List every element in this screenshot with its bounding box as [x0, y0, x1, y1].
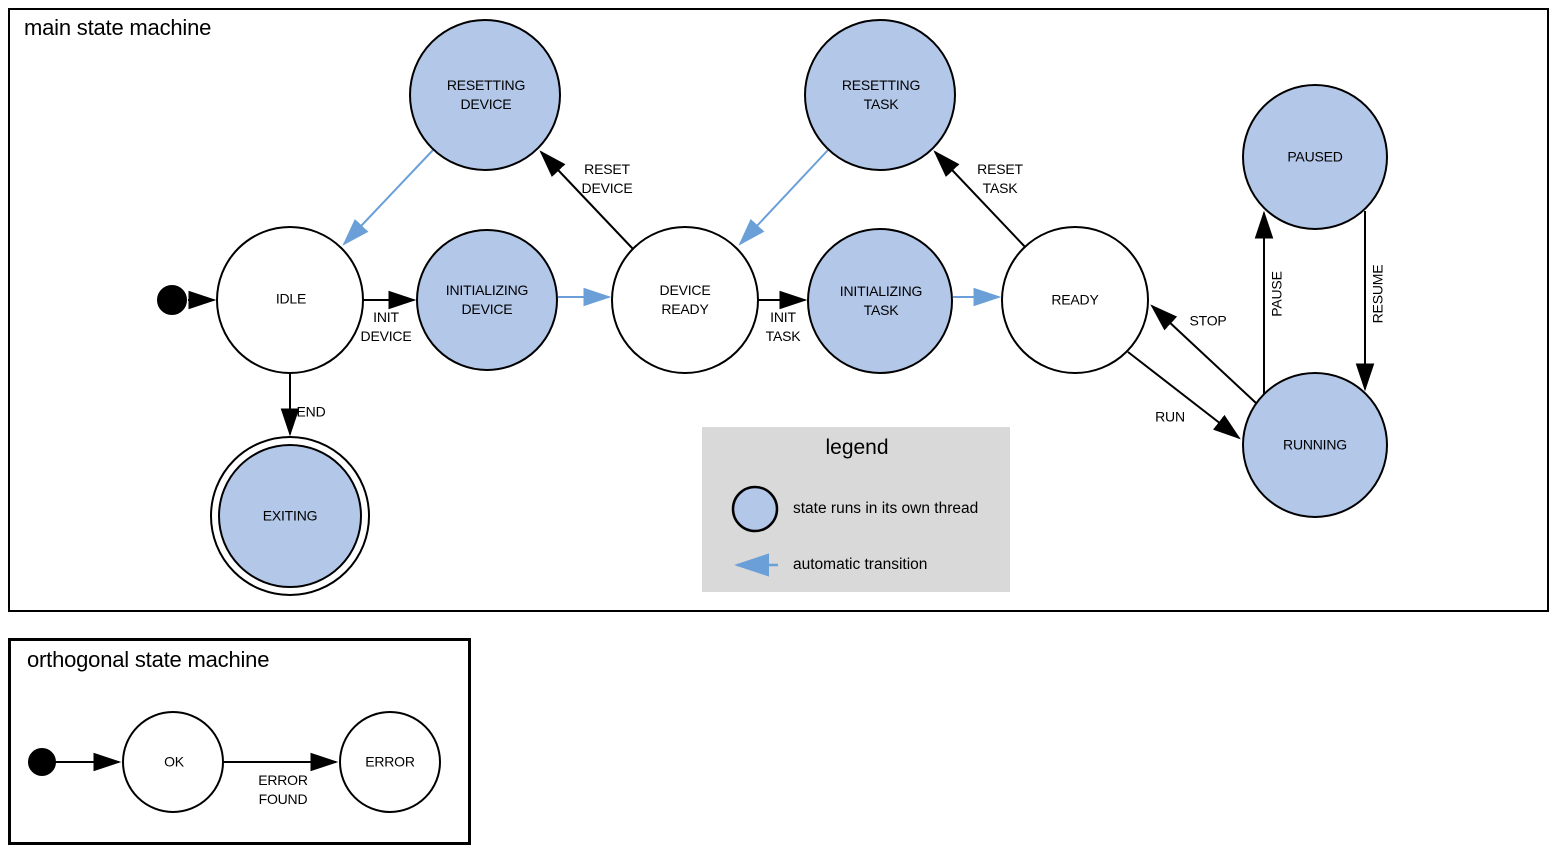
edge-resetting-device-to-idle — [342, 149, 434, 246]
edge-ready-to-running — [1127, 351, 1241, 440]
transition-label-resume: RESUME — [1369, 264, 1386, 324]
state-circle-ready — [1001, 226, 1149, 374]
main-machine-title: main state machine — [24, 15, 212, 40]
edge-ready-to-resetting-task — [933, 150, 1028, 250]
state-circle-idle — [216, 226, 364, 374]
state-label-initializing-task: INITIALIZING TASK — [839, 283, 923, 318]
state-label-running: RUNNING — [1283, 436, 1347, 453]
legend-title: legend — [825, 436, 889, 459]
state-circle-device-ready — [611, 226, 759, 374]
state-label-idle: IDLE — [275, 290, 307, 307]
state-label-ready: READY — [1051, 291, 1099, 308]
state-label-initializing-device: INITIALIZING DEVICE — [445, 282, 529, 317]
edge-resetting-task-to-device-ready — [738, 149, 829, 246]
state-circle-running — [1242, 372, 1388, 518]
transition-label-stop: STOP — [1189, 312, 1227, 329]
state-label-resetting-task: RESETTING TASK — [841, 77, 921, 112]
state-circle-error — [339, 711, 441, 813]
state-circle-resetting-task — [804, 19, 956, 171]
transition-label-init-task: INIT TASK — [765, 309, 801, 344]
orthogonal-machine-title: orthogonal state machine — [27, 647, 270, 672]
initial-state-dot-orthogonal — [28, 748, 56, 776]
transition-label-pause: PAUSE — [1268, 271, 1285, 317]
transition-label-reset-device: RESET DEVICE — [581, 161, 633, 196]
state-label-device-ready: DEVICE READY — [659, 282, 711, 317]
state-label-error: ERROR — [365, 753, 415, 770]
state-label-exiting: EXITING — [262, 507, 318, 524]
state-circle-paused — [1242, 84, 1388, 230]
state-circle-exiting — [218, 444, 362, 588]
transition-label-run: RUN — [1155, 408, 1185, 425]
edge-device-ready-to-resetting-device — [539, 150, 634, 250]
state-label-paused: PAUSED — [1287, 148, 1343, 165]
edge-running-to-ready — [1150, 304, 1257, 404]
orthogonal-state-machine-frame — [8, 638, 471, 845]
state-label-resetting-device: RESETTING DEVICE — [446, 77, 526, 112]
main-state-machine-frame — [8, 8, 1549, 612]
transition-label-error-found: ERROR FOUND — [258, 772, 308, 807]
state-circle-ok — [122, 711, 224, 813]
state-circle-resetting-device — [409, 19, 561, 171]
legend-thread-state-icon — [731, 485, 779, 533]
transition-label-init-device: INIT DEVICE — [360, 309, 412, 344]
legend-item-thread-label: state runs in its own thread — [793, 500, 979, 517]
state-circle-initializing-device — [416, 229, 558, 371]
transition-label-end: END — [296, 403, 326, 420]
state-circle-initializing-task — [807, 228, 953, 374]
state-label-ok: OK — [164, 753, 184, 770]
initial-state-dot-main — [157, 285, 187, 315]
transition-label-reset-task: RESET TASK — [977, 161, 1023, 196]
legend-item-auto-label: automatic transition — [793, 556, 928, 573]
